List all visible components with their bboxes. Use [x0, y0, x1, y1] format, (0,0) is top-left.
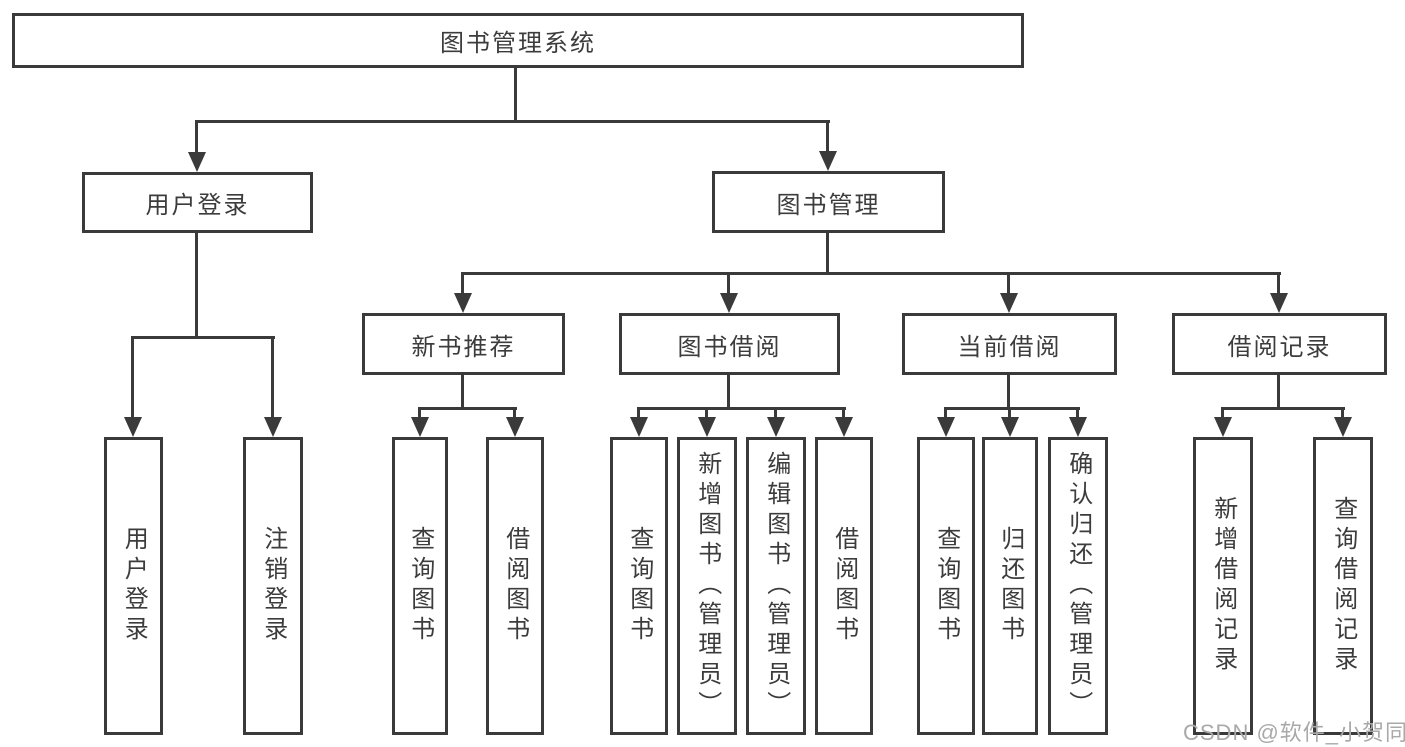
- leaf-label: 查询图书: [932, 526, 960, 646]
- node-user-login-label: 用户登录: [145, 192, 250, 219]
- arrowhead-down-icon: [767, 417, 785, 437]
- leaf-label: 查询图书: [406, 526, 434, 646]
- leaf-borrow-books: 借阅图书: [815, 437, 873, 735]
- leaf-label: 确认归还（管理员）: [1064, 451, 1092, 721]
- connector-group-stem: [461, 375, 464, 407]
- leaf-add-borrow-record: 新增借阅记录: [1193, 437, 1253, 735]
- node-current-borrow: 当前借阅: [902, 313, 1117, 375]
- connector-to-leaf: [418, 407, 421, 417]
- arrowhead-down-icon: [698, 417, 716, 437]
- group-label: 当前借阅: [957, 333, 1062, 361]
- arrowhead-down-icon: [124, 417, 142, 437]
- arrowhead-down-icon: [1334, 417, 1352, 437]
- leaf-label: 查询借阅记录: [1329, 496, 1357, 676]
- connector-to-leaf: [513, 407, 516, 417]
- connector-to-group: [1007, 272, 1010, 293]
- leaf-query-books: 查询图书: [392, 437, 448, 735]
- node-book-management: 图书管理: [712, 171, 945, 233]
- leaf-edit-books-admin: 编辑图书（管理员）: [746, 437, 806, 735]
- leaf-label: 新增借阅记录: [1209, 496, 1237, 676]
- arrowhead-down-icon: [188, 152, 206, 172]
- connector-group-stem: [1007, 375, 1010, 407]
- connector-to-leaf: [842, 407, 845, 417]
- connector-to-book-management: [826, 120, 829, 151]
- connector-root-rail: [196, 120, 830, 123]
- leaf-query-borrow-record: 查询借阅记录: [1313, 437, 1373, 735]
- arrowhead-down-icon: [1000, 293, 1018, 313]
- arrowhead-down-icon: [454, 293, 472, 313]
- connector-to-leaf: [1008, 407, 1011, 417]
- connector-to-leaf: [1221, 407, 1224, 417]
- arrowhead-down-icon: [411, 417, 429, 437]
- connector-to-user-login: [195, 120, 198, 152]
- node-new-book-recommend: 新书推荐: [362, 313, 565, 375]
- arrowhead-down-icon: [819, 151, 837, 171]
- leaf-confirm-return-admin: 确认归还（管理员）: [1048, 437, 1108, 735]
- leaf-add-books-admin: 新增图书（管理员）: [677, 437, 737, 735]
- connector-to-group: [1277, 272, 1280, 293]
- arrowhead-down-icon: [506, 417, 524, 437]
- arrowhead-down-icon: [835, 417, 853, 437]
- connector-group-rail: [1221, 407, 1345, 410]
- connector-group-rail: [418, 407, 517, 410]
- group-label: 图书借阅: [677, 333, 782, 361]
- group-label: 借阅记录: [1227, 333, 1332, 361]
- arrowhead-down-icon: [1069, 417, 1087, 437]
- connector-to-group: [461, 272, 464, 293]
- arrowhead-down-icon: [1270, 293, 1288, 313]
- connector-to-leaf: [705, 407, 708, 417]
- node-book-borrow: 图书借阅: [619, 313, 840, 375]
- arrowhead-down-icon: [937, 417, 955, 437]
- leaf-logout: 注销登录: [243, 437, 303, 735]
- connector-to-leaf: [944, 407, 947, 417]
- leaf-borrow-books: 借阅图书: [486, 437, 544, 735]
- watermark: CSDN @软件_小贺同学: [1183, 720, 1405, 745]
- group-label: 新书推荐: [411, 333, 516, 361]
- connector-to-leaf: [637, 407, 640, 417]
- leaf-label: 查询图书: [625, 526, 653, 646]
- leaf-label: 借阅图书: [501, 526, 529, 646]
- connector-to-group: [727, 272, 730, 293]
- connector-group-stem: [1277, 375, 1280, 407]
- leaf-label: 注销登录: [259, 526, 287, 646]
- leaf-label: 编辑图书（管理员）: [762, 451, 790, 721]
- node-borrow-records: 借阅记录: [1172, 313, 1387, 375]
- leaf-query-books: 查询图书: [610, 437, 668, 735]
- connector-to-leaf: [131, 336, 134, 417]
- node-user-login: 用户登录: [82, 172, 313, 233]
- connector-to-leaf: [774, 407, 777, 417]
- connector-to-leaf: [271, 336, 274, 417]
- arrowhead-down-icon: [1214, 417, 1232, 437]
- connector-group-stem: [727, 375, 730, 407]
- leaf-query-books: 查询图书: [917, 437, 975, 735]
- arrowhead-down-icon: [264, 417, 282, 437]
- leaf-return-books: 归还图书: [982, 437, 1038, 735]
- connector-root-stem: [514, 68, 517, 120]
- connector-user-login-stem: [195, 233, 198, 336]
- connector-to-leaf: [1076, 407, 1079, 417]
- connector-group-rail: [944, 407, 1080, 410]
- connector-book-management-stem: [826, 233, 829, 272]
- connector-group-rail: [637, 407, 846, 410]
- leaf-label: 归还图书: [996, 526, 1024, 646]
- leaf-label: 新增图书（管理员）: [693, 451, 721, 721]
- leaf-user-login: 用户登录: [104, 437, 163, 735]
- arrowhead-down-icon: [720, 293, 738, 313]
- connector-to-leaf: [1341, 407, 1344, 417]
- leaf-label: 借阅图书: [830, 526, 858, 646]
- connector-user-login-rail: [131, 336, 275, 339]
- arrowhead-down-icon: [630, 417, 648, 437]
- node-root: 图书管理系统: [12, 13, 1024, 68]
- node-book-management-label: 图书管理: [776, 191, 881, 219]
- node-root-label: 图书管理系统: [440, 30, 596, 57]
- connector-book-management-rail: [461, 272, 1281, 275]
- arrowhead-down-icon: [1001, 417, 1019, 437]
- leaf-label: 用户登录: [120, 526, 148, 646]
